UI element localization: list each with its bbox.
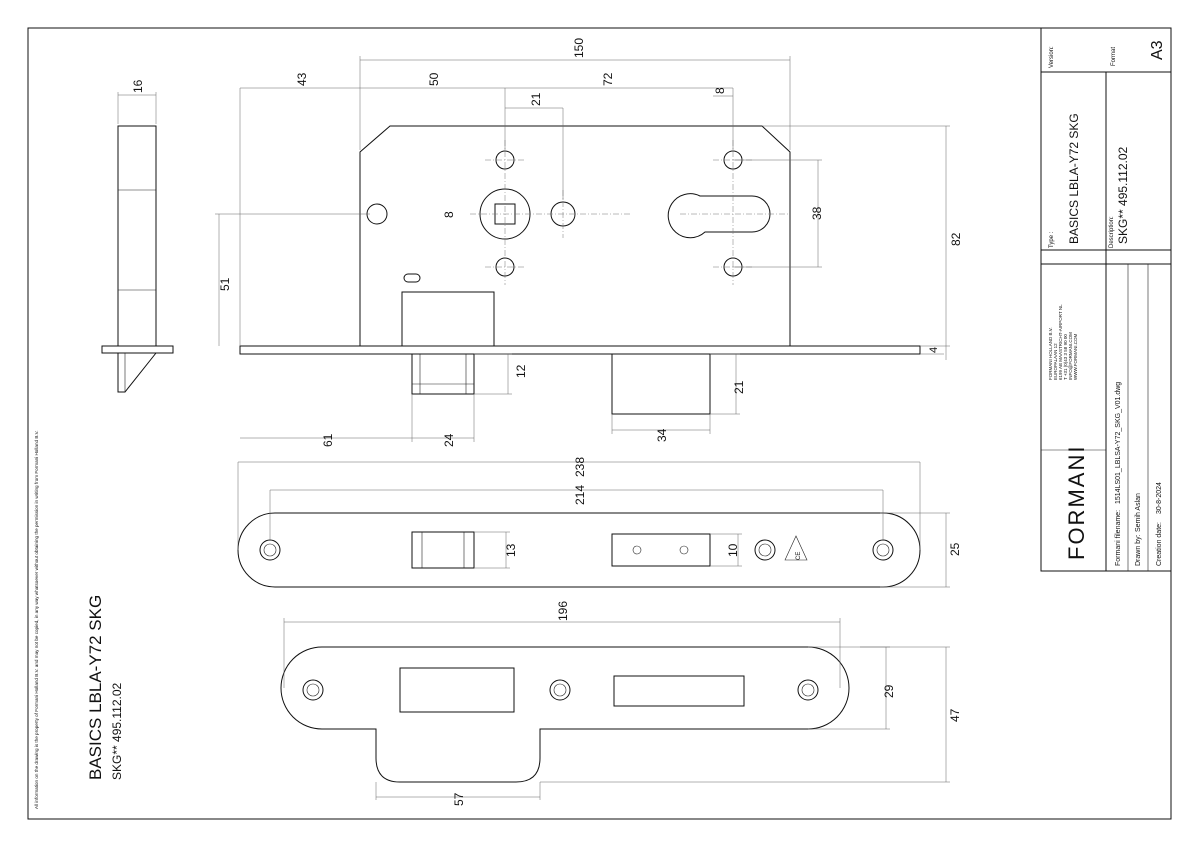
dim-13: 13 <box>504 543 518 557</box>
version-label: Version: <box>1049 46 1055 68</box>
dim-8-top: 8 <box>713 87 727 94</box>
dim-57: 57 <box>452 792 466 806</box>
date-value: 30-8-2024 <box>1156 482 1163 514</box>
dim-21: 21 <box>529 92 543 106</box>
screw-hole <box>259 539 281 561</box>
certification-mark: CE <box>784 535 808 561</box>
dim-38: 38 <box>810 206 824 220</box>
svg-text:T +31 (0)43 3 58 90 00: T +31 (0)43 3 58 90 00 <box>1063 334 1068 380</box>
dead-bolt <box>611 353 711 415</box>
side-plate <box>101 345 174 354</box>
description-label: Description: <box>1109 216 1115 248</box>
description-value: SKG** 495.112.02 <box>1116 146 1130 244</box>
svg-text:INFO@FORMANI.COM: INFO@FORMANI.COM <box>1068 332 1073 380</box>
forend-front-view: CE 238 214 25 13 10 <box>237 457 962 588</box>
dim-150: 150 <box>572 38 586 58</box>
strike-plate-view: 196 29 47 57 <box>280 601 962 806</box>
svg-text:6199 AB MAASTRICHT-AIRPORT NL: 6199 AB MAASTRICHT-AIRPORT NL <box>1058 304 1063 380</box>
type-value: BASICS LBLA-Y72 SKG <box>1067 113 1081 244</box>
dim-34: 34 <box>655 428 669 442</box>
dim-61: 61 <box>321 433 335 447</box>
dim-196: 196 <box>556 601 570 621</box>
slot <box>403 273 421 283</box>
lock-body-view: 150 43 50 72 8 21 8 38 82 4 51 12 21 <box>215 38 963 447</box>
type-label: Type : <box>1049 231 1055 248</box>
forend-plate <box>239 345 921 355</box>
dim-16: 16 <box>131 79 145 93</box>
ownership-notice: All information on the drawing is the pr… <box>34 430 39 809</box>
dim-47: 47 <box>948 708 962 722</box>
screw-hole <box>754 539 776 561</box>
screw-hole <box>549 679 571 701</box>
dim-82: 82 <box>949 232 963 246</box>
svg-text:EUROPALAAN 12: EUROPALAAN 12 <box>1053 343 1058 380</box>
screw-hole <box>797 679 819 701</box>
lock-side-view: 16 <box>101 79 174 393</box>
drawing-title-name: BASICS LBLA-Y72 SKG <box>86 595 105 780</box>
side-latch <box>117 352 157 393</box>
drawn-label: Drawn by: <box>1135 534 1142 566</box>
title-block: Version: Format A3 Type : BASICS LBLA-Y7… <box>1040 27 1172 572</box>
svg-text:CE: CE <box>796 552 802 560</box>
dim-12: 12 <box>514 364 528 378</box>
svg-text:WWW.FORMANI.COM: WWW.FORMANI.COM <box>1073 334 1078 380</box>
dim-50: 50 <box>427 72 441 86</box>
dim-214: 214 <box>573 485 587 505</box>
dim-24: 24 <box>442 433 456 447</box>
bolt-strike-opening <box>613 675 745 707</box>
screw-hole <box>302 679 324 701</box>
latch-housing <box>401 291 495 347</box>
format-value: A3 <box>1149 40 1166 60</box>
forend-outline <box>237 512 921 588</box>
dim-51: 51 <box>218 277 232 291</box>
filename-label: Formani filename: <box>1115 510 1122 566</box>
drawing-title: BASICS LBLA-Y72 SKG SKG** 495.112.02 <box>86 595 124 780</box>
dim-25: 25 <box>948 542 962 556</box>
dim-21-bolt: 21 <box>732 380 746 394</box>
latch-strike-opening <box>399 667 515 713</box>
strike-outline <box>280 646 850 783</box>
company-address: FORMANI HOLLAND B.V. EUROPALAAN 12 6199 … <box>1048 304 1078 380</box>
dim-43: 43 <box>295 72 309 86</box>
side-body <box>117 125 157 347</box>
formani-logo: FORMANI <box>1064 445 1089 560</box>
date-label: Creation date: <box>1156 522 1163 566</box>
dim-10: 10 <box>726 543 740 557</box>
dim-29: 29 <box>882 684 896 698</box>
dim-238: 238 <box>573 457 587 477</box>
cylinder-cutout <box>667 193 771 239</box>
filename-value: 1514LS01_LBLSA-Y72_SKG_V01.dwg <box>1115 382 1122 504</box>
dim-72: 72 <box>601 72 615 86</box>
drawing-title-code: SKG** 495.112.02 <box>110 682 124 780</box>
dim-8-spindle: 8 <box>442 211 456 218</box>
dim-4: 4 <box>928 347 940 353</box>
lock-case <box>359 125 791 346</box>
screw-hole <box>872 539 894 561</box>
bolt-opening <box>611 533 711 567</box>
latch-opening <box>411 531 475 569</box>
sheet-border <box>27 27 1172 820</box>
format-label: Format <box>1111 47 1117 66</box>
drawn-value: Semih Aslan <box>1135 493 1142 532</box>
latch-bolt <box>411 354 475 395</box>
svg-text:FORMANI HOLLAND B.V.: FORMANI HOLLAND B.V. <box>1048 327 1053 380</box>
